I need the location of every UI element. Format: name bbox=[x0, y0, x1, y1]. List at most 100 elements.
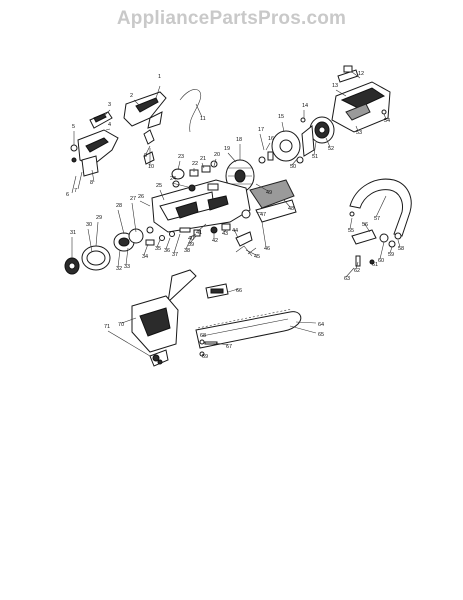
part-label-45: 45 bbox=[254, 254, 260, 260]
leader-line bbox=[379, 241, 385, 260]
leader-line bbox=[261, 221, 267, 248]
chain-brake-handguard bbox=[89, 91, 167, 129]
leader-line bbox=[371, 261, 375, 264]
part-label-3: 3 bbox=[108, 102, 111, 108]
bar-plate-part-66 bbox=[205, 283, 229, 299]
leader-line bbox=[185, 235, 193, 250]
part-label-50: 50 bbox=[290, 164, 296, 170]
part-label-33: 33 bbox=[124, 264, 130, 270]
part-label-62: 62 bbox=[354, 268, 360, 274]
leader-line bbox=[335, 89, 347, 97]
part-label-10: 10 bbox=[148, 164, 154, 170]
leader-line bbox=[245, 249, 257, 256]
leader-line bbox=[117, 249, 121, 268]
leader-line bbox=[131, 202, 137, 233]
part-label-2: 2 bbox=[130, 93, 133, 99]
leader-line bbox=[87, 228, 93, 253]
part-label-20: 20 bbox=[214, 152, 220, 158]
part-label-29: 29 bbox=[96, 215, 102, 221]
part-label-7: 7 bbox=[74, 188, 77, 194]
part-label-17: 17 bbox=[258, 127, 264, 133]
part-label-67: 67 bbox=[226, 344, 232, 350]
part-label-30: 30 bbox=[86, 222, 92, 228]
leader-line bbox=[91, 169, 95, 183]
part-label-25: 25 bbox=[156, 183, 162, 189]
part-label-36: 36 bbox=[164, 248, 170, 254]
part-label-5: 5 bbox=[72, 124, 75, 130]
leader-line bbox=[283, 199, 291, 208]
guide-bar-and-chain bbox=[195, 308, 302, 349]
part-label-19: 19 bbox=[224, 146, 230, 152]
leader-line bbox=[289, 325, 317, 334]
brake-lever-housing bbox=[70, 129, 155, 177]
part-label-52: 52 bbox=[328, 146, 334, 152]
leader-line bbox=[227, 288, 239, 293]
leader-line bbox=[355, 125, 359, 132]
part-label-68: 68 bbox=[200, 333, 206, 339]
leader-line bbox=[189, 233, 197, 238]
leader-line bbox=[295, 321, 317, 324]
part-label-37: 37 bbox=[172, 252, 178, 258]
leader-line bbox=[156, 239, 161, 248]
leader-line bbox=[103, 109, 111, 117]
leader-line bbox=[397, 239, 401, 248]
leader-line bbox=[363, 222, 371, 233]
leader-line bbox=[227, 152, 237, 163]
part-number-labels: 1234567891011121314151617181920212223242… bbox=[66, 71, 404, 360]
leader-line bbox=[145, 145, 151, 155]
part-label-66: 66 bbox=[236, 288, 242, 294]
part-label-65: 65 bbox=[318, 332, 324, 338]
part-label-42: 42 bbox=[212, 238, 218, 244]
part-label-57: 57 bbox=[374, 216, 380, 222]
part-label-15: 15 bbox=[278, 114, 284, 120]
part-label-59: 59 bbox=[388, 252, 394, 258]
engine-crankcase bbox=[151, 179, 297, 233]
leader-line bbox=[255, 183, 269, 192]
part-label-12: 12 bbox=[358, 71, 364, 77]
part-label-47: 47 bbox=[260, 212, 266, 218]
part-label-28: 28 bbox=[116, 203, 122, 209]
leader-line bbox=[107, 330, 151, 357]
leader-line bbox=[177, 160, 181, 171]
top-cover-assembly bbox=[331, 65, 391, 133]
leader-line bbox=[173, 233, 181, 254]
leader-line bbox=[255, 211, 263, 214]
leader-line bbox=[345, 267, 355, 278]
leader-line bbox=[133, 99, 141, 107]
leader-line bbox=[159, 189, 165, 201]
part-label-56: 56 bbox=[362, 222, 368, 228]
leader-line bbox=[105, 128, 111, 131]
leader-line bbox=[77, 171, 83, 190]
leader-line bbox=[259, 133, 265, 151]
part-label-26: 26 bbox=[138, 194, 144, 200]
leader-line bbox=[195, 103, 203, 118]
leader-line bbox=[143, 243, 149, 256]
leader-line bbox=[155, 85, 161, 99]
part-label-18: 18 bbox=[236, 137, 242, 143]
leader-line bbox=[383, 113, 387, 120]
clutch-drum-assembly bbox=[64, 226, 154, 275]
part-label-39: 39 bbox=[188, 242, 194, 248]
leader-line bbox=[375, 195, 387, 218]
part-label-13: 13 bbox=[332, 83, 338, 89]
leader-line bbox=[201, 353, 205, 356]
leader-line bbox=[213, 158, 217, 167]
part-label-23: 23 bbox=[178, 154, 184, 160]
part-label-6: 6 bbox=[66, 192, 69, 198]
part-label-70: 70 bbox=[118, 322, 124, 328]
leader-line bbox=[313, 141, 317, 156]
leader-line bbox=[95, 221, 99, 247]
part-label-55: 55 bbox=[348, 228, 354, 234]
leader-line bbox=[355, 261, 359, 270]
ignition-parts bbox=[258, 117, 306, 164]
part-label-21: 21 bbox=[200, 156, 206, 162]
part-label-8: 8 bbox=[90, 180, 93, 186]
leader-line bbox=[197, 223, 207, 232]
part-label-48: 48 bbox=[288, 206, 294, 212]
leader-line bbox=[189, 235, 197, 244]
part-label-32: 32 bbox=[116, 266, 122, 272]
part-label-34: 34 bbox=[142, 254, 148, 260]
leader-line bbox=[139, 200, 151, 207]
part-label-54: 54 bbox=[384, 118, 390, 124]
